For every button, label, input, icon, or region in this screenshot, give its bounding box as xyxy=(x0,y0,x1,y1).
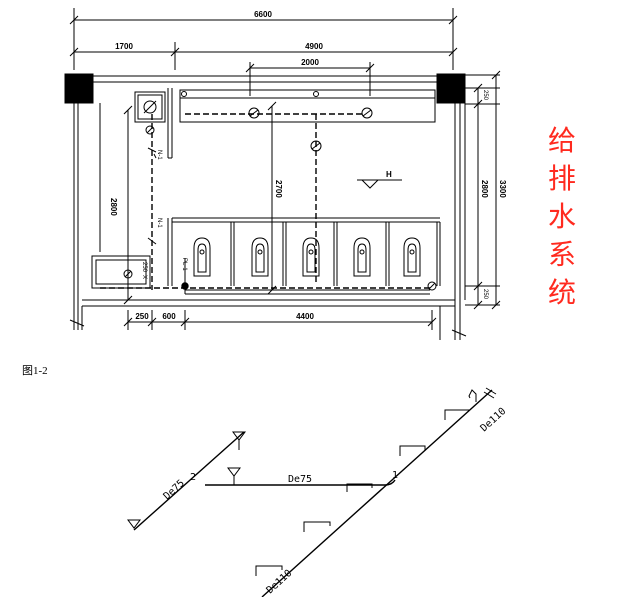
riser-label: PL-1 xyxy=(181,258,187,271)
pipe-valves xyxy=(147,147,157,245)
side-title-char-5: 统 xyxy=(547,276,576,309)
iso-pipe-main-label: De110 xyxy=(479,406,509,434)
dim-left: 1700 xyxy=(115,42,133,51)
side-title-char-4: 系 xyxy=(547,238,576,271)
iso-main-pipe xyxy=(133,389,493,597)
dim-left-height: 2800 xyxy=(109,198,118,216)
dim-overall: 6600 xyxy=(254,10,272,19)
dim-lamp-span: 2000 xyxy=(301,58,319,67)
dim-right-total: 3300 xyxy=(498,180,507,198)
iso-node-1: 1 xyxy=(392,470,398,481)
side-title: 给 排 水 系 统 xyxy=(542,122,582,312)
floor-plan-drawing: 6600 1700 4900 2000 xyxy=(64,8,507,340)
slope-x-label: X xyxy=(141,275,147,279)
dim-bottom-mid: 600 xyxy=(162,312,176,321)
floor-drain-box xyxy=(134,88,173,159)
room-walls xyxy=(64,73,467,340)
pipe-tag-1: N-1 xyxy=(156,150,162,160)
vertical-dimensions xyxy=(123,70,501,310)
side-title-char-2: 排 xyxy=(547,162,576,195)
dim-bottom-left: 250 xyxy=(135,312,149,321)
top-counter xyxy=(179,89,436,123)
top-dimension-lines xyxy=(69,8,458,96)
level-marker xyxy=(357,179,402,189)
slope-label: 250 xyxy=(141,262,147,273)
dim-right-bottom: 250 xyxy=(482,289,488,300)
side-title-char-3: 水 xyxy=(547,200,576,233)
dim-right-inner: 2800 xyxy=(480,180,489,198)
drain-pipes xyxy=(100,113,430,290)
bottom-dimensions xyxy=(123,310,437,330)
iso-pipe-branch-label: De75 xyxy=(288,474,312,485)
iso-fixtures xyxy=(127,387,497,576)
dim-bottom-right: 4400 xyxy=(296,312,314,321)
iso-pipe-branch2-label: De75 xyxy=(162,478,187,502)
dim-middle-height: 2700 xyxy=(274,180,283,198)
iso-pipe-bottom-label: De110 xyxy=(265,568,295,596)
figure-label: 图1-2 xyxy=(22,365,48,377)
pipe-tag-2: N-1 xyxy=(156,218,162,228)
isometric-drawing: De110 De75 De75 1 2 De110 xyxy=(127,387,509,597)
level-label: H xyxy=(386,170,392,179)
dim-right: 4900 xyxy=(305,42,323,51)
iso-node-2: 2 xyxy=(190,472,196,483)
side-title-char-1: 给 xyxy=(547,124,576,157)
squat-toilets xyxy=(193,237,421,277)
toilet-stalls xyxy=(167,217,441,286)
dim-right-top: 250 xyxy=(482,90,488,101)
mop-sink xyxy=(91,255,437,291)
